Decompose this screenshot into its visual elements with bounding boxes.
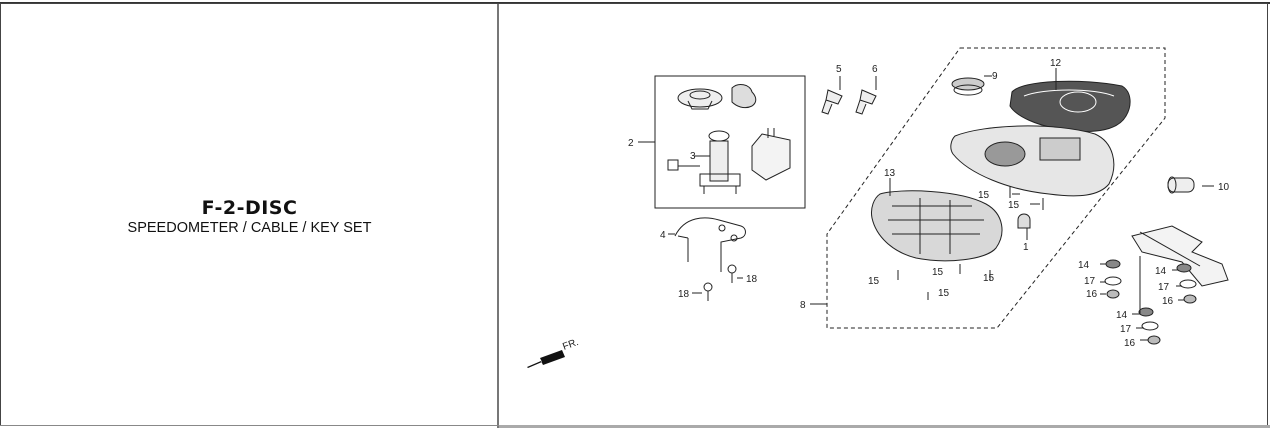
callout-17c: 17 <box>1120 324 1132 335</box>
callout-13: 13 <box>884 168 896 179</box>
callout-12: 12 <box>1050 58 1062 69</box>
meter-group-dashed-box <box>826 47 1166 329</box>
callout-16a: 16 <box>1086 289 1098 300</box>
callout-labels: 2 3 4 18 18 5 6 9 12 13 15 15 1 15 15 15… <box>628 58 1230 349</box>
diagram-title: SPEEDOMETER / CABLE / KEY SET <box>127 220 372 236</box>
title-block: F-2-DISC SPEEDOMETER / CABLE / KEY SET <box>1 197 498 237</box>
callout-2: 2 <box>628 138 634 149</box>
callout-9: 9 <box>992 71 998 82</box>
front-direction-arrow <box>527 350 565 368</box>
callout-1: 1 <box>1023 242 1029 253</box>
callout-10: 10 <box>1218 182 1230 193</box>
callout-18a: 18 <box>746 274 758 285</box>
callout-18b: 18 <box>678 289 690 300</box>
callout-16b: 16 <box>1162 296 1174 307</box>
callout-8: 8 <box>800 300 806 311</box>
exploded-parts-diagram: FR. 2 3 4 18 18 5 6 9 12 13 15 15 1 15 1… <box>500 6 1268 424</box>
parts-diagram-svg: FR. 2 3 4 18 18 5 6 9 12 13 15 15 1 15 1… <box>527 47 1230 368</box>
callout-15a: 15 <box>978 190 990 201</box>
callout-16c: 16 <box>1124 338 1136 349</box>
callout-14b: 14 <box>1155 266 1167 277</box>
callout-14c: 14 <box>1116 310 1128 321</box>
title-panel: F-2-DISC SPEEDOMETER / CABLE / KEY SET <box>1 4 498 424</box>
callout-15e: 15 <box>868 276 880 287</box>
panel-divider <box>497 4 499 428</box>
callout-17b: 17 <box>1158 282 1170 293</box>
callout-5: 5 <box>836 64 842 75</box>
diagram-code: F-2-DISC <box>201 197 298 219</box>
callout-15b: 15 <box>1008 200 1020 211</box>
callout-14a: 14 <box>1078 260 1090 271</box>
callout-15c: 15 <box>932 267 944 278</box>
front-direction-label: FR. <box>561 337 580 353</box>
callout-4: 4 <box>660 230 666 241</box>
callout-15d: 15 <box>983 273 995 284</box>
callout-17a: 17 <box>1084 276 1096 287</box>
parts-page-frame <box>0 3 1268 426</box>
callout-3: 3 <box>690 151 696 162</box>
callout-6: 6 <box>872 64 878 75</box>
callout-15f: 15 <box>938 288 950 299</box>
